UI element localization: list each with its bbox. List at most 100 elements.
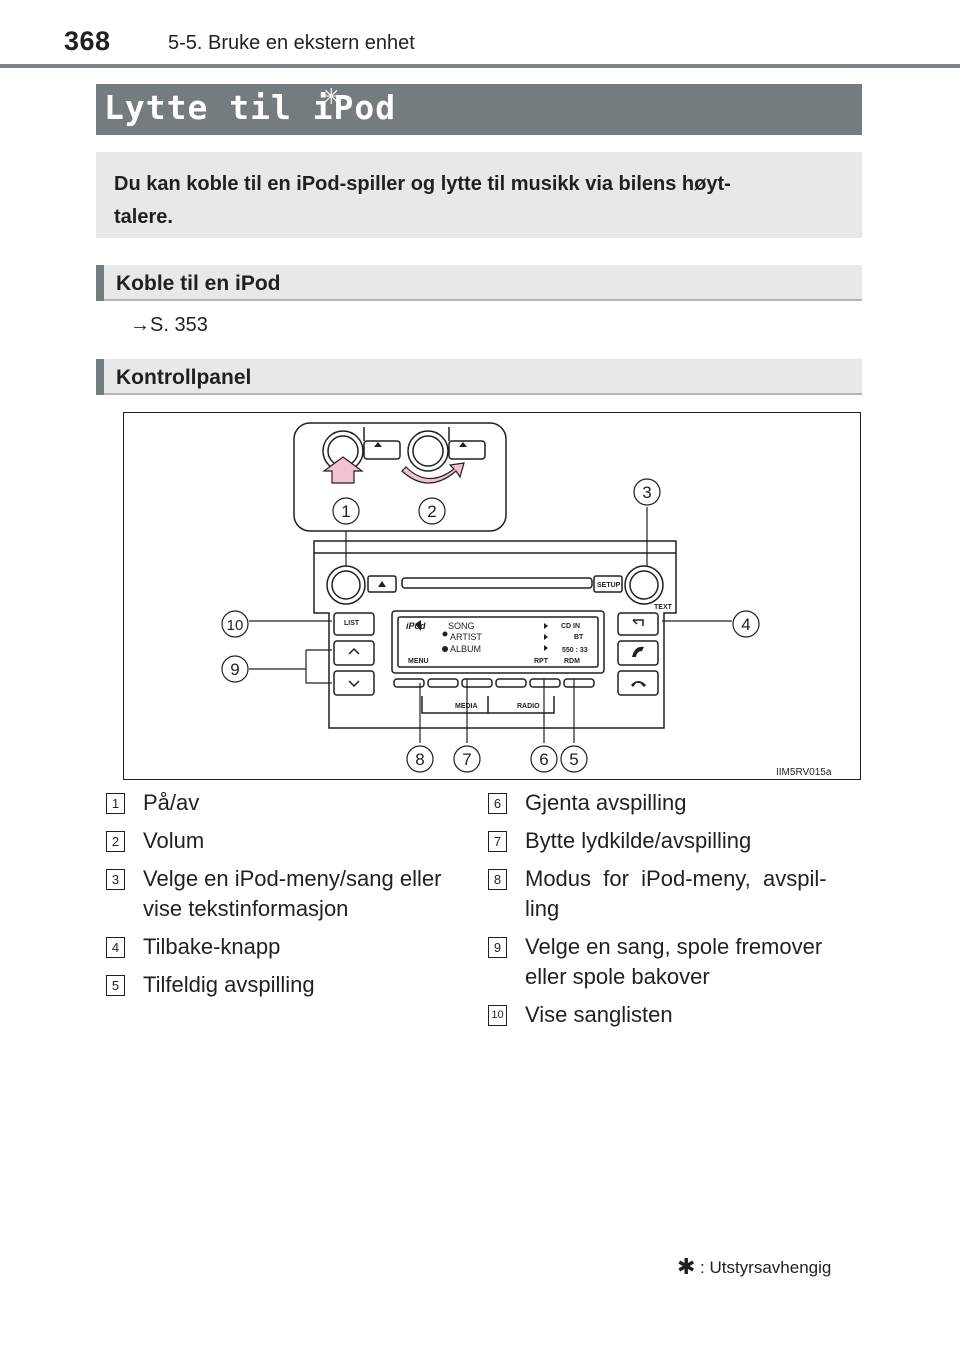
callout-2: 2 [427,502,436,521]
callout-num-4: 4 [106,937,125,958]
phone-button [617,640,659,666]
callout-num-5: 5 [106,975,125,996]
subhead-control-accent [96,359,104,395]
tune-scroll-knob [624,565,664,605]
subhead-control: Kontrollpanel [116,366,252,389]
back-button [617,612,659,636]
setup-label: SETUP [597,582,621,589]
radio-label: RADIO [517,703,540,710]
artist-label: ARTIST [450,632,482,642]
callout-desc-1: På/av [143,790,200,815]
play-arrow-icon-3 [544,645,548,651]
callout-desc-5: Tilfeldig avspilling [143,972,315,997]
control-panel-illustration: LIST SETUP TEXT MEDIA RADIO MENU RPT RDM… [221,422,832,778]
play-arrow-icon-1 [544,623,548,629]
callout-desc-3-line-2: vise tekstinformasjon [143,896,349,921]
callout-4: 4 [741,615,750,634]
callout-num-3: 3 [106,869,125,890]
callout-desc-7: Bytte lydkilde/avspilling [525,828,752,853]
cd-slot [401,577,593,589]
callout-desc-8-line-2: ling [525,896,560,921]
album-label: ALBUM [450,644,481,654]
title-asterisk: ✳ [322,84,341,109]
callout-num-7: 7 [488,831,507,852]
callout-desc-2: Volum [143,828,205,853]
inset-knob-2 [407,430,449,472]
eject-button [367,575,397,593]
media-label: MEDIA [455,703,478,710]
callout-9: 9 [230,660,239,679]
up-button [333,640,375,666]
inset-knob-2-inner [412,435,444,467]
page-number: 368 [64,26,111,56]
title-bar [96,84,862,135]
callout-desc-9-line-2: eller spole bakover [525,964,710,989]
hangup-icon [631,681,646,687]
intro-text: Du kan koble til en iPod-spiller og lytt… [114,168,850,234]
head-unit-outline [313,540,677,729]
down-button [333,670,375,696]
intro-line-1: Du kan koble til en iPod-spiller og lytt… [114,173,731,195]
callout-num-10: 10 [488,1005,507,1026]
footnote-asterisk: ✱ [677,1254,696,1279]
back-arrow-icon [632,619,644,626]
inset-eject-icon-1 [374,442,382,447]
text-label: TEXT [654,604,673,611]
control-panel-diagram: LIST SETUP TEXT MEDIA RADIO MENU RPT RDM… [123,412,861,780]
intro-box [96,152,862,238]
image-code: IIM5RV015a [776,767,832,778]
cdin-label: CD IN [561,623,580,630]
callout-num-2: 2 [106,831,125,852]
callout-num-6: 6 [488,793,507,814]
callout-10: 10 [227,617,244,634]
inset-box [293,422,507,532]
callout-desc-9-line-1: Velge en sang, spole fremover [525,934,823,959]
callout-desc-3-line-1: Velge en iPod-meny/sang eller [143,866,442,891]
inset-eject-icon-2 [459,442,467,447]
hangup-button [617,670,659,696]
page-reference-link[interactable]: →S. 353 [130,314,208,336]
inset-eject-1 [363,440,401,460]
eject-icon [378,581,386,587]
callout-8: 8 [415,750,424,769]
rotate-arrow-icon [401,462,465,484]
music-note-icon [415,620,421,631]
callout-desc-4: Tilbake-knapp [143,934,281,959]
subhead-connect-accent [96,265,104,301]
page-title: Lytte til iPod [104,88,397,127]
setup-button [593,575,623,593]
subhead-connect-bar [96,265,862,301]
callout-desc-6: Gjenta avspilling [525,790,687,815]
callout-num-9: 9 [488,937,507,958]
push-arrow-icon [322,456,364,484]
menu-label: MENU [408,658,429,665]
inset-eject-2 [448,440,486,460]
rdm-label: RDM [564,658,580,665]
time-label: 550 : 33 [562,647,588,654]
song-label: SONG [448,621,475,631]
rpt-label: RPT [534,658,549,665]
phone-icon [632,646,644,657]
subhead-control-bar [96,359,862,395]
album-disc-icon [442,646,448,652]
callout-3: 3 [642,483,651,502]
list-label: LIST [344,620,360,627]
callout-num-1: 1 [106,793,125,814]
callout-7: 7 [462,750,471,769]
chevron-up-icon [348,647,360,655]
list-button [333,612,375,636]
chevron-down-icon [348,680,360,688]
display-screen [391,610,605,674]
callout-1: 1 [341,502,350,521]
subhead-connect: Koble til en iPod [116,272,281,295]
footnote-text: : Utstyrsavhengig [700,1258,832,1277]
bt-label: BT [574,634,584,641]
callout-num-8: 8 [488,869,507,890]
callout-5: 5 [569,750,578,769]
play-arrow-icon-2 [544,634,548,640]
callout-desc-8-line-1: Modus for iPod-meny, avspil- [525,866,827,891]
ipod-label: iPod [406,621,426,631]
section-title: 5-5. Bruke en ekstern enhet [168,32,415,54]
artist-person-icon [442,631,448,637]
callout-desc-10: Vise sanglisten [525,1002,673,1027]
